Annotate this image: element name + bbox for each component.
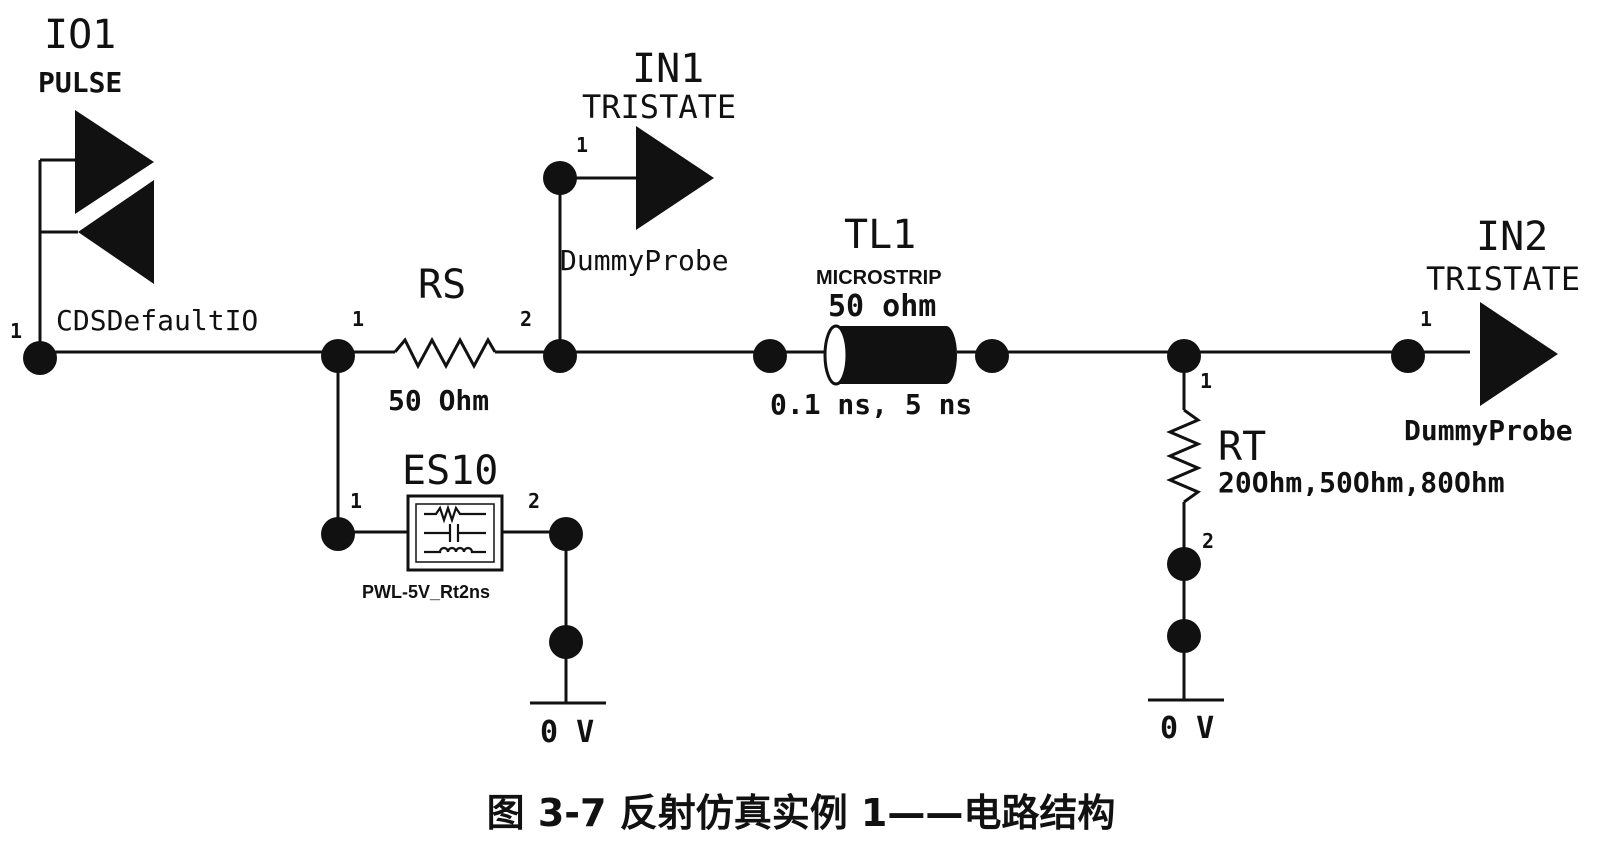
rt-value: 20Ohm,50Ohm,80Ohm [1218,466,1505,499]
in2-probe: IN2 TRISTATE DummyProbe 1 [1404,214,1580,447]
es10-source: ES10 PWL-5V_Rt2ns 1 2 [350,448,540,602]
gnd2-dot [1167,619,1201,653]
io1-input-triangle [78,180,154,284]
rt-pin1-dot [1167,339,1201,373]
io1-pin1-label: 1 [10,319,22,343]
junction-dots [23,161,1425,659]
in2-pin1-label: 1 [1420,307,1432,331]
gnd1-dot [549,625,583,659]
in2-model: TRISTATE [1426,260,1580,298]
rt-zigzag [1166,408,1202,504]
tl1-transmission-line: TL1 MICROSTRIP 50 ohm 0.1 ns, 5 ns [770,212,982,421]
es10-pin1-label: 1 [350,489,362,513]
in1-ref: IN1 [632,46,704,92]
es10-pin2-dot [549,517,583,551]
wires [38,158,1470,703]
rs-pin1-dot [321,339,355,373]
in2-triangle [1480,302,1558,406]
rt-pin2-dot [1167,547,1201,581]
rt-pin1-label: 1 [1200,369,1212,393]
ground-0v-right: 0 V [1148,698,1224,746]
rt-pin2-label: 2 [1202,529,1214,553]
gnd1-label: 0 V [540,715,594,750]
rs-zigzag [393,336,497,370]
rs-pin2-label: 2 [520,307,532,331]
es10-inner-inductor [424,546,486,554]
tl1-delay: 0.1 ns, 5 ns [770,388,972,421]
tl1-right-cap [935,326,957,384]
gnd2-label: 0 V [1160,711,1214,746]
tl1-pin1-dot [753,339,787,373]
rs-pin1-label: 1 [352,307,364,331]
io1-pin-dot [23,341,57,375]
in2-pin-dot [1391,339,1425,373]
io1-symbol: IO1 PULSE CDSDefaultIO 1 [10,12,258,343]
es10-ref: ES10 [402,448,498,494]
in1-model: TRISTATE [582,88,736,126]
es10-pin2-label: 2 [528,489,540,513]
in1-probe: IN1 TRISTATE DummyProbe 1 [560,46,736,277]
tl1-ref: TL1 [844,212,916,258]
es10-model: PWL-5V_Rt2ns [362,582,490,602]
rs-ref: RS [418,262,466,308]
in2-name: DummyProbe [1404,414,1573,447]
es10-inner-resistor [424,504,486,524]
ground-0v-left: 0 V [530,701,606,750]
es10-inner-frame [415,503,495,563]
rt-ref: RT [1218,424,1266,470]
in1-triangle [636,126,714,230]
io1-ref: IO1 [44,12,116,58]
tl1-left-cap [823,324,849,386]
io1-model: PULSE [38,66,122,99]
rs-resistor: RS 50 Ohm 1 2 [352,262,532,417]
rs-pin2-dot [543,339,577,373]
rs-value: 50 Ohm [388,384,489,417]
tl1-impedance: 50 ohm [828,289,936,324]
tl1-pin2-dot [975,339,1009,373]
in1-pin-dot [543,161,577,195]
in1-pin1-label: 1 [576,133,588,157]
io1-name: CDSDefaultIO [56,304,258,337]
rt-resistor: RT 20Ohm,50Ohm,80Ohm 1 2 [1166,369,1505,553]
figure-caption: 图 3-7 反射仿真实例 1——电路结构 [487,791,1116,835]
es10-body [406,494,504,572]
tl1-body [836,326,946,384]
in1-name: DummyProbe [560,244,729,277]
tl1-type: MICROSTRIP [816,267,942,289]
in2-ref: IN2 [1476,214,1548,260]
io1-output-triangle [75,110,154,214]
es10-pin1-dot [321,517,355,551]
